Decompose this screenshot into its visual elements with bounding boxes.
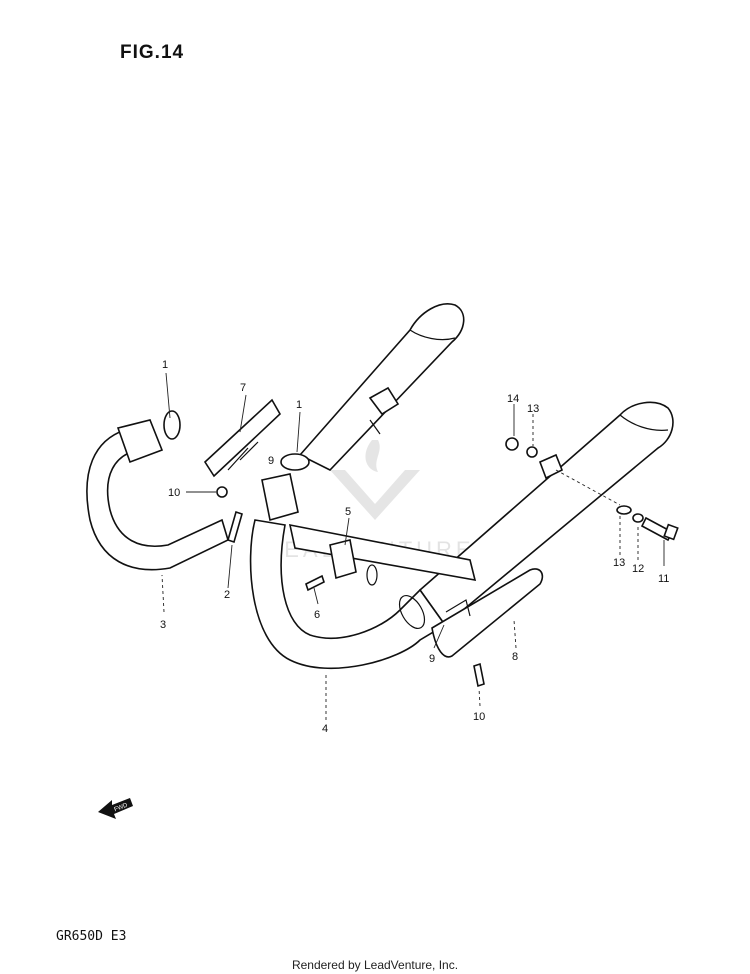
callout-14: 14 [507, 393, 519, 405]
callout-12: 12 [632, 563, 644, 575]
exhaust-flange-right [261, 453, 310, 522]
callout-10-lower: 10 [473, 711, 485, 723]
callout-11: 11 [658, 573, 669, 585]
heat-shield-upper [203, 398, 282, 478]
callout-6: 6 [314, 609, 320, 621]
fasteners [216, 437, 679, 688]
callout-2: 2 [224, 589, 230, 601]
callout-3: 3 [160, 619, 166, 631]
callout-8: 8 [512, 651, 518, 663]
callout-13-lower: 13 [613, 557, 625, 569]
exhaust-pipe-left [86, 410, 229, 571]
callout-5: 5 [345, 506, 351, 518]
heat-shield-lower [431, 568, 544, 658]
model-code: GR650D E3 [56, 929, 127, 944]
callout-10-left: 10 [168, 487, 180, 499]
footer-credit: Rendered by LeadVenture, Inc. [291, 958, 459, 972]
upper-muffler [298, 303, 465, 471]
leader-lines [161, 372, 665, 720]
callout-1-left: 1 [162, 359, 168, 371]
fwd-label: FWD [114, 802, 130, 813]
fwd-arrow-icon: FWD [98, 798, 133, 819]
balance-pipe [288, 523, 477, 586]
callout-9-lower: 9 [429, 653, 435, 665]
callout-4: 4 [322, 723, 328, 735]
callout-labels: 1 1 7 9 10 2 3 5 6 4 14 13 13 12 11 8 9 … [160, 359, 669, 735]
callout-7: 7 [240, 382, 246, 394]
figure-title: FIG.14 [120, 42, 185, 63]
callout-13-upper: 13 [527, 403, 539, 415]
callout-9-upper: 9 [268, 455, 274, 467]
callout-1-right: 1 [296, 399, 302, 411]
